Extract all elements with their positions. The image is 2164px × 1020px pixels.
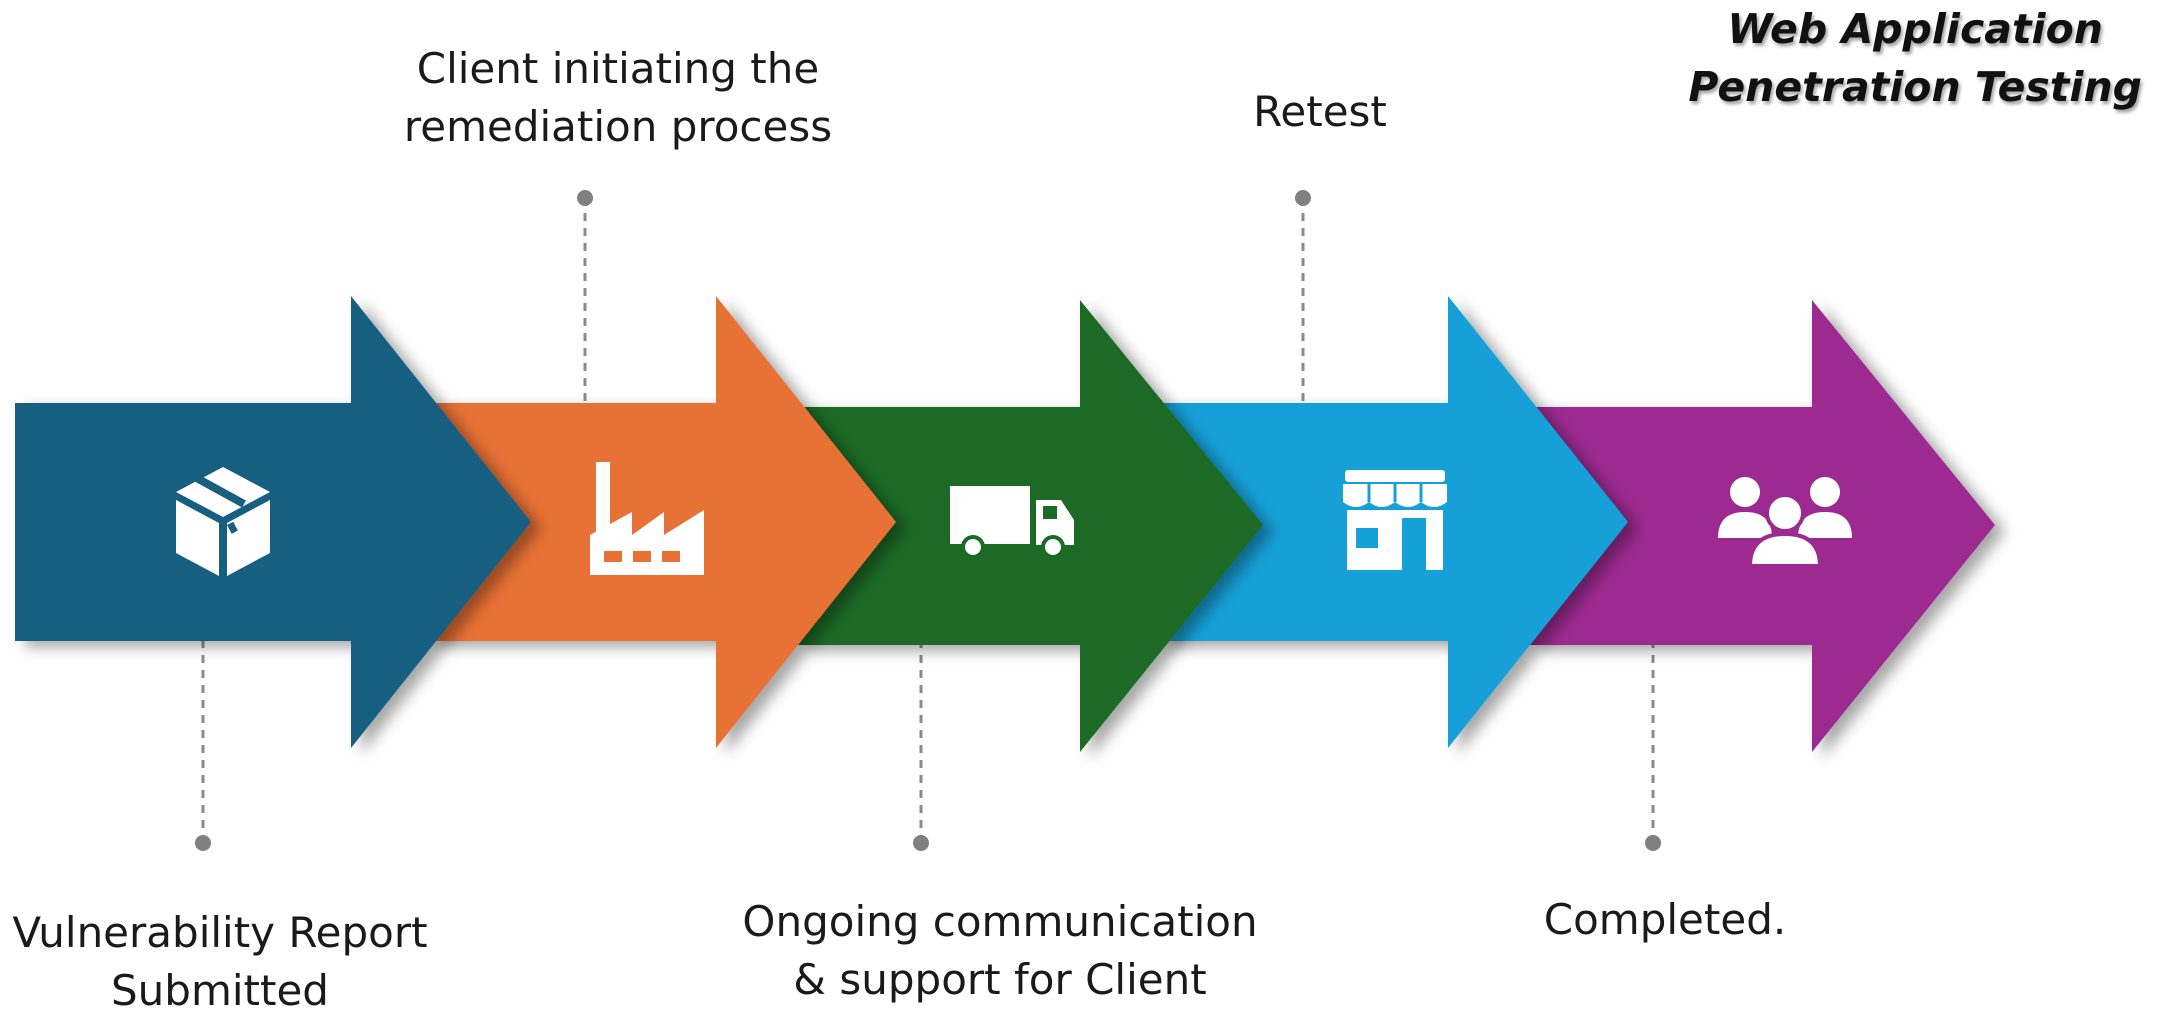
- connector-3: [913, 640, 929, 851]
- factory-icon: [590, 462, 704, 575]
- connector-5: [1645, 640, 1661, 851]
- step-5-label: Completed.: [1544, 891, 1786, 949]
- step-3-label-line-1: Ongoing communication: [742, 897, 1258, 946]
- people-icon: [1718, 477, 1852, 568]
- title-line-1: Web Application: [1727, 5, 2103, 53]
- store-icon: [1343, 470, 1447, 570]
- truck-icon: [950, 486, 1074, 559]
- step-4-label-line-1: Retest: [1253, 87, 1387, 136]
- arrow-step-3: [798, 300, 1263, 752]
- step-3-label-line-2: & support for Client: [793, 955, 1207, 1004]
- connector-1: [195, 640, 211, 851]
- step-3-label: Ongoing communication & support for Clie…: [742, 893, 1257, 1009]
- title-line-2: Penetration Testing: [1688, 63, 2142, 111]
- step-4-label: Retest: [1253, 83, 1387, 141]
- step-5-label-line-1: Completed.: [1543, 895, 1787, 944]
- step-1-label: Vulnerability Report Submitted: [12, 904, 427, 1020]
- diagram-title: Web Application Penetration Testing: [1688, 0, 2142, 116]
- connector-2: [577, 190, 593, 410]
- step-1-label-line-2: Submitted: [111, 966, 329, 1015]
- step-2-label-line-1: Client initiating the: [416, 44, 820, 93]
- step-1-label-line-1: Vulnerability Report: [12, 908, 428, 957]
- step-2-label-line-2: remediation process: [403, 102, 833, 151]
- step-2-label: Client initiating the remediation proces…: [404, 40, 832, 156]
- box-icon: [176, 467, 270, 576]
- connector-4: [1295, 190, 1311, 410]
- arrow-step-1: [15, 296, 531, 748]
